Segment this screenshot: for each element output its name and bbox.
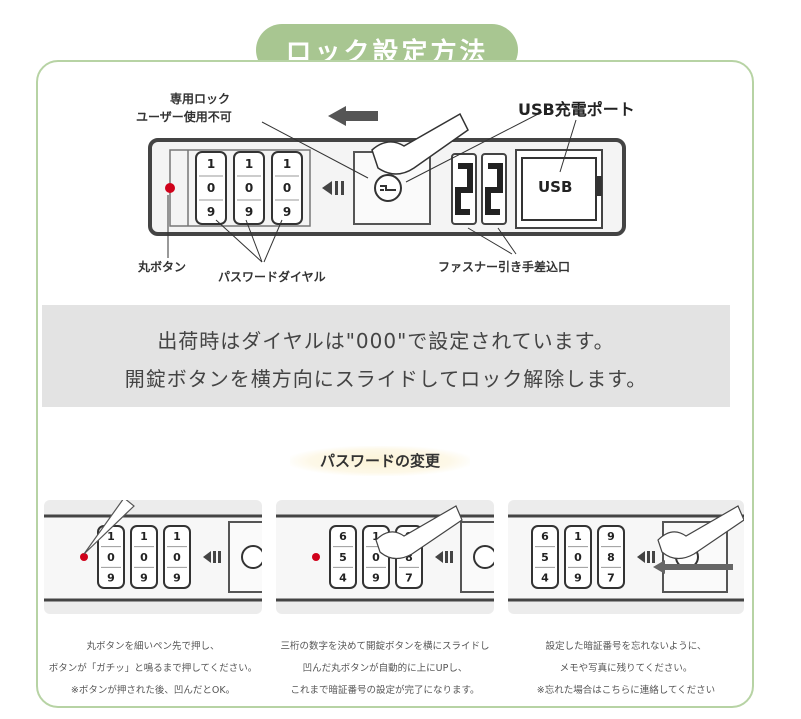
notice-line-1: 出荷時はダイヤルは"000"で設定されています。	[157, 329, 615, 353]
dial-digit: 9	[607, 530, 615, 543]
dial-digit: 0	[107, 551, 115, 564]
dial-digit: 0	[574, 551, 582, 564]
finger-icon	[657, 505, 744, 560]
dial-digit: 1	[372, 530, 380, 543]
dial-digit: 1	[283, 157, 291, 171]
dial-digit: 4	[339, 572, 347, 585]
finger-icon	[371, 112, 469, 175]
step-3-caption-2: メモや写真に残りてください。	[559, 663, 693, 674]
usb-text: USB	[538, 178, 573, 196]
dial-wheel: 1 0 9	[163, 525, 191, 589]
dial-wheel: 1 0 9	[233, 151, 265, 225]
notice-box: 出荷時はダイヤルは"000"で設定されています。 開錠ボタンを横方向にスライドし…	[42, 305, 730, 407]
step-3-caption-3: ※忘れた場合はこちらに連絡してください	[536, 685, 716, 696]
slide-chevron-icon	[435, 551, 443, 563]
dial-digit: 9	[107, 572, 115, 585]
dial-wheel: 1 0 9	[97, 525, 125, 589]
password-dial-label: パスワードダイヤル	[218, 270, 326, 284]
dial-digit: 0	[245, 181, 253, 195]
dial-digit: 8	[607, 551, 615, 564]
private-lock-label-2: ユーザー使用不可	[136, 110, 232, 124]
dial-wheel: 6 5 4	[329, 525, 357, 589]
dial-digit: 1	[245, 157, 253, 171]
dial-digit: 9	[173, 572, 181, 585]
slide-chevron-icon	[637, 551, 645, 563]
dial-digit: 1	[107, 530, 115, 543]
dial-digit: 1	[140, 530, 148, 543]
slide-direction-arrow	[328, 106, 378, 126]
round-button-icon	[312, 553, 320, 561]
dial-digit: 5	[339, 551, 347, 564]
release-button-icon	[473, 545, 494, 569]
dial-digit: 9	[283, 205, 291, 219]
dial-wheel: 1 0 9	[271, 151, 303, 225]
release-button-icon	[374, 174, 402, 202]
dial-digit: 7	[405, 572, 413, 585]
dial-digit: 4	[541, 572, 549, 585]
usb-port-label: USB充電ポート	[518, 100, 635, 119]
dial-digit: 6	[541, 530, 549, 543]
dial-digit: 9	[372, 572, 380, 585]
slide-direction-arrow	[653, 560, 733, 574]
dial-digit: 5	[541, 551, 549, 564]
dial-wheel: 6 5 4	[531, 525, 559, 589]
notice-line-2: 開錠ボタンを横方向にスライドしてロック解除します。	[124, 367, 648, 391]
dial-wheel: 1 0 9	[195, 151, 227, 225]
step-panel-1: 1 0 9 1 0 9 1 0 9	[44, 500, 262, 614]
step-panel-3: 6 5 4 1 0 9 9 8 7	[508, 500, 744, 614]
dial-digit: 9	[207, 205, 215, 219]
round-button-label: 丸ボタン	[138, 260, 187, 274]
finger-icon	[375, 505, 463, 560]
dial-wheels: 1 0 9 1 0 9 1 0 9	[195, 151, 303, 225]
dial-digit: 7	[607, 572, 615, 585]
dial-digit: 0	[372, 551, 380, 564]
dial-digit: 0	[207, 181, 215, 195]
step-2-caption-1: 三桁の数字を決めて開錠ボタンを横にスライドし	[280, 641, 490, 652]
round-button-icon	[165, 183, 175, 193]
dial-digit: 0	[173, 551, 181, 564]
zipper-slot-icon	[455, 163, 473, 215]
zipper-slot-label: ファスナー引き手差込口	[438, 260, 571, 274]
step-1-caption-1: 丸ボタンを細いペン先で押し、	[86, 641, 220, 652]
dial-wheel: 1 0 9	[564, 525, 592, 589]
dial-wheel: 1 0 9	[130, 525, 158, 589]
dial-digit: 1	[207, 157, 215, 171]
step-2-caption-2: 凹んだ丸ボタンが自動的に上にUPし、	[302, 663, 468, 674]
change-password-title: パスワードの変更	[290, 446, 470, 476]
step-2-caption-3: これまで暗証番号の設定が完了になります。	[290, 685, 480, 696]
dial-digit: 9	[140, 572, 148, 585]
pen-icon	[83, 500, 135, 555]
dial-digit: 9	[574, 572, 582, 585]
dial-digit: 0	[283, 181, 291, 195]
dial-wheel: 9 8 7	[597, 525, 625, 589]
dial-digit: 8	[405, 551, 413, 564]
release-button-icon	[241, 545, 262, 569]
dial-digit: 0	[140, 551, 148, 564]
step-1-caption-3: ※ボタンが押された後、凹んだとOK。	[70, 685, 236, 696]
slide-chevron-icon	[203, 551, 211, 563]
dial-digit: 1	[173, 530, 181, 543]
step-1-caption-2: ボタンが「ガチッ」と鳴るまで押してください。	[48, 663, 258, 674]
dial-digit: 9	[245, 205, 253, 219]
dial-digit: 6	[339, 530, 347, 543]
step-3-caption-1: 設定した暗証番号を忘れないように、	[545, 641, 707, 652]
dial-digit: 1	[574, 530, 582, 543]
round-button-icon	[80, 553, 88, 561]
private-lock-label-1: 専用ロック	[170, 92, 231, 106]
